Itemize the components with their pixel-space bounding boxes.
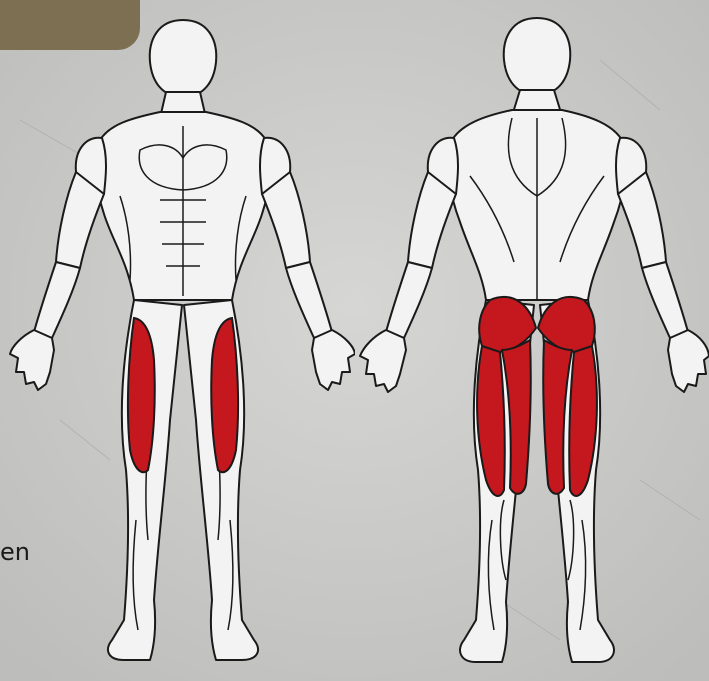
front-right-hand	[312, 330, 355, 390]
back-body-figure	[354, 0, 709, 681]
back-left-forearm	[386, 262, 432, 338]
front-body-figure	[0, 0, 355, 681]
left-outer-thigh-highlight	[128, 318, 155, 472]
front-head	[150, 20, 216, 98]
back-right-forearm	[642, 262, 688, 338]
right-outer-thigh-highlight	[211, 318, 238, 472]
front-left-hand	[10, 330, 54, 390]
back-right-hand	[668, 330, 709, 392]
back-head	[504, 18, 570, 96]
front-left-forearm	[34, 262, 80, 338]
back-left-hand	[360, 330, 406, 392]
front-right-forearm	[286, 262, 332, 338]
